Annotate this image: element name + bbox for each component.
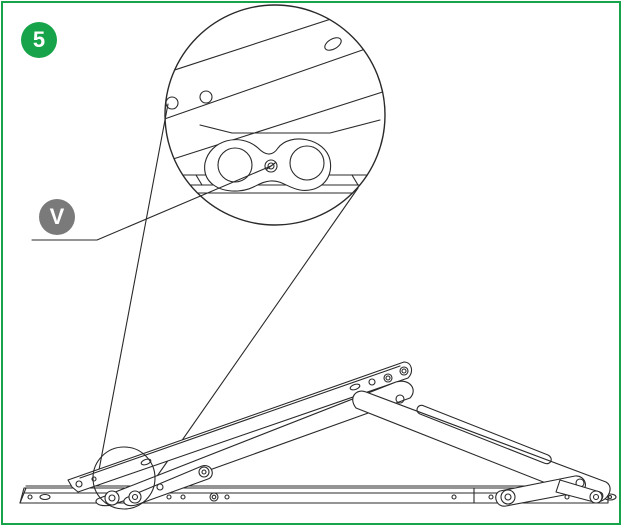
hinge-assembly <box>19 361 617 510</box>
callout-label-badge: V <box>39 199 75 235</box>
callout-leader-line <box>31 165 272 241</box>
magnifier-circle <box>164 4 386 226</box>
zoom-cone-lines <box>98 103 359 483</box>
magnified-detail <box>165 5 385 194</box>
adjustment-screw <box>264 159 278 173</box>
zoom-source-circle <box>92 446 156 510</box>
step-number-badge: 5 <box>21 22 57 58</box>
